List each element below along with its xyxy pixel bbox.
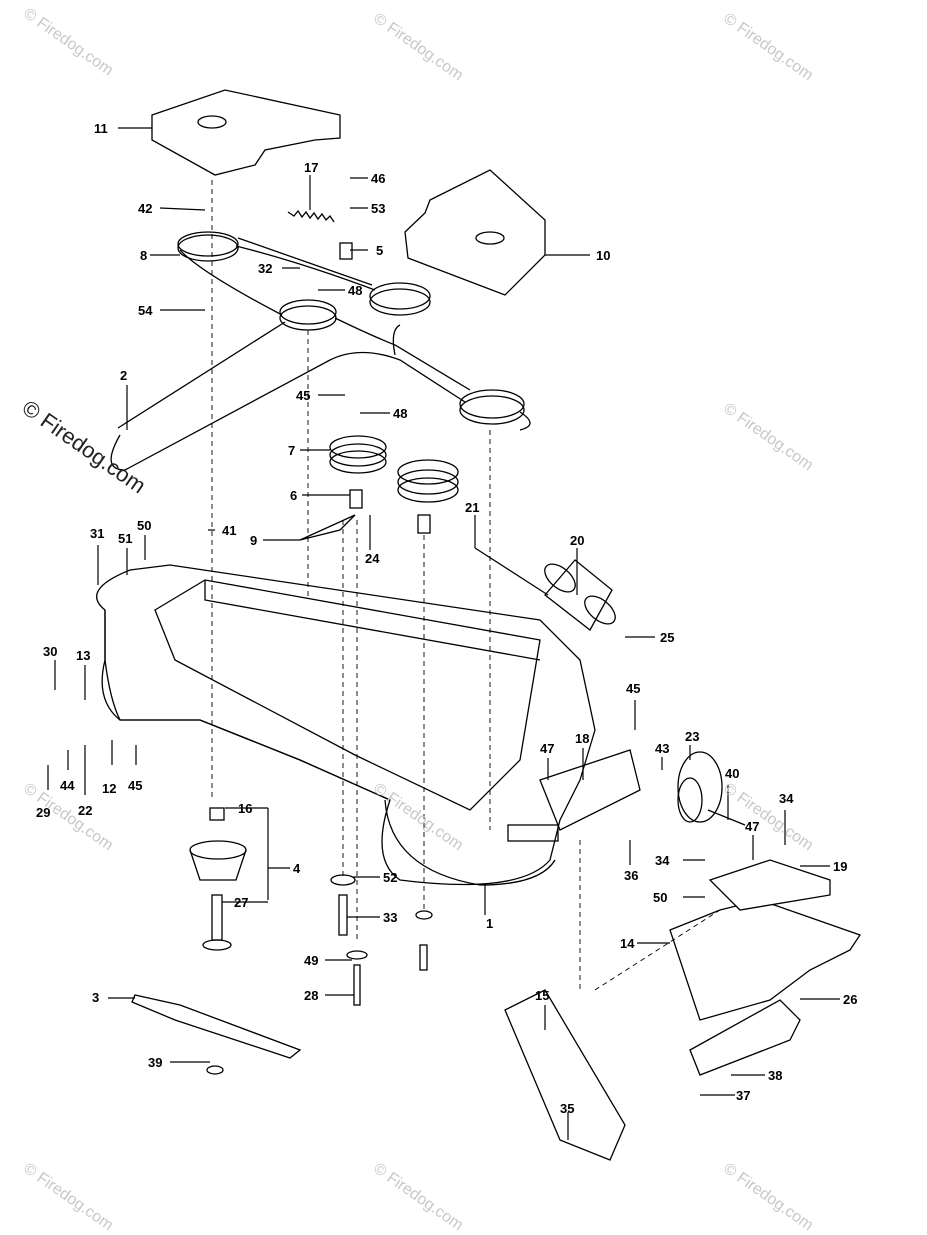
- callout-43: 43: [655, 741, 669, 756]
- callout-18: 18: [575, 731, 589, 746]
- callout-35: 35: [560, 1101, 574, 1116]
- bolt-28: [353, 964, 361, 1006]
- discharge-chute: [669, 899, 862, 1021]
- callout-34-upper: 34: [779, 791, 794, 806]
- callout-27: 27: [234, 895, 248, 910]
- spacer-6: [349, 489, 363, 509]
- callout-32: 32: [258, 261, 272, 276]
- cover-boss-right: [475, 231, 505, 245]
- callout-26: 26: [843, 992, 857, 1007]
- callout-36: 36: [624, 868, 638, 883]
- callout-48-lower: 48: [393, 406, 407, 421]
- deflector-bracket: [689, 999, 801, 1076]
- callout-24: 24: [365, 551, 380, 566]
- callout-52: 52: [383, 870, 397, 885]
- callout-45-top: 45: [296, 388, 310, 403]
- callout-6: 6: [290, 488, 297, 503]
- spindle-housing: [189, 840, 247, 860]
- callout-49: 49: [304, 953, 318, 968]
- callout-31: 31: [90, 526, 104, 541]
- callout-41: 41: [222, 523, 236, 538]
- callout-23: 23: [685, 729, 699, 744]
- callout-28: 28: [304, 988, 318, 1003]
- callout-22: 22: [78, 803, 92, 818]
- callout-42: 42: [138, 201, 152, 216]
- pulley-right-far: [459, 395, 525, 425]
- plate-15: [504, 989, 626, 1161]
- pulley-8: [177, 234, 239, 262]
- callout-9: 9: [250, 533, 257, 548]
- callout-13: 13: [76, 648, 90, 663]
- callout-21: 21: [465, 500, 479, 515]
- callout-5: 5: [376, 243, 383, 258]
- callout-53: 53: [371, 201, 385, 216]
- roller: [544, 559, 613, 631]
- belt-cover-right: [404, 169, 546, 296]
- callout-47-left: 47: [540, 741, 554, 756]
- spacer-5: [339, 242, 353, 260]
- callout-29: 29: [36, 805, 50, 820]
- idler-arm: [299, 514, 356, 541]
- callout-4: 4: [293, 861, 301, 876]
- callout-45-right: 45: [626, 681, 640, 696]
- callout-50-right: 50: [653, 890, 667, 905]
- parts-diagram: 1 2 3 4 5 6 7 8 9 10 11 12 13 14 15 16 1…: [18, 5, 862, 1234]
- callout-16: 16: [238, 801, 252, 816]
- callout-38: 38: [768, 1068, 782, 1083]
- callout-19: 19: [833, 859, 847, 874]
- mower-blade: [131, 994, 302, 1059]
- callout-20: 20: [570, 533, 584, 548]
- callout-34-lower: 34: [655, 853, 670, 868]
- callout-15: 15: [535, 988, 549, 1003]
- callout-39: 39: [148, 1055, 162, 1070]
- pulley-center-top: [279, 305, 337, 331]
- mower-deck: [96, 564, 596, 886]
- chute-bracket: [708, 859, 831, 911]
- callout-40: 40: [725, 766, 739, 781]
- callout-1: 1: [486, 916, 493, 931]
- callout-37: 37: [736, 1088, 750, 1103]
- spindle-shaft: [211, 894, 223, 941]
- callout-14: 14: [620, 936, 635, 951]
- callout-44: 44: [60, 778, 75, 793]
- deck-top-plate: [154, 579, 541, 811]
- main-belt: [110, 317, 531, 471]
- callout-17: 17: [304, 160, 318, 175]
- spring: [287, 209, 335, 223]
- callout-30: 30: [43, 644, 57, 659]
- callout-47-right: 47: [745, 819, 759, 834]
- callout-12: 12: [102, 781, 116, 796]
- callout-46: 46: [371, 171, 385, 186]
- mower-deck-exploded-view: 1 2 3 4 5 6 7 8 9 10 11 12 13 14 15 16 1…: [36, 89, 862, 1161]
- blade-bolt: [206, 1065, 224, 1075]
- idler-pulley-7: [329, 443, 387, 467]
- callout-25: 25: [660, 630, 674, 645]
- bolt-33: [338, 894, 348, 936]
- callout-51: 51: [118, 531, 132, 546]
- belt-cover-left: [151, 89, 341, 176]
- pulley-right-top: [369, 288, 431, 316]
- cover-boss-left: [197, 115, 227, 129]
- callout-54: 54: [138, 303, 153, 318]
- callout-11: 11: [94, 121, 108, 136]
- callout-10: 10: [596, 248, 610, 263]
- callout-45-left: 45: [128, 778, 142, 793]
- callout-33: 33: [383, 910, 397, 925]
- idler-pulley-right: [397, 469, 459, 495]
- callout-48-upper: 48: [348, 283, 362, 298]
- callout-50-left: 50: [137, 518, 151, 533]
- callout-2: 2: [120, 368, 127, 383]
- callout-7: 7: [288, 443, 295, 458]
- callout-3: 3: [92, 990, 99, 1005]
- bracket-18: [539, 749, 641, 831]
- spacer-right: [417, 514, 431, 534]
- callout-8: 8: [140, 248, 147, 263]
- upper-belt: [179, 237, 376, 316]
